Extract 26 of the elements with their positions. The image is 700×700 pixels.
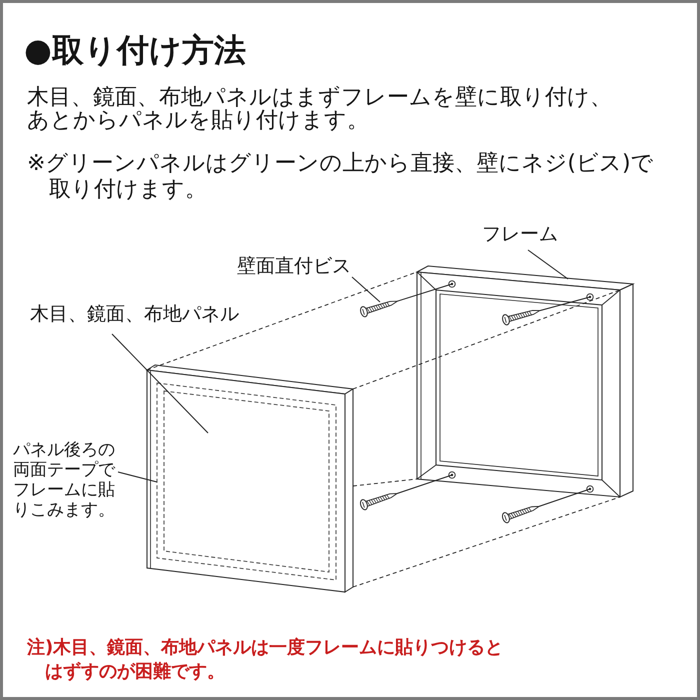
instruction-text: 木目、鏡面、布地パネルはまずフレームを壁に取り付け、あとからパネルを貼り付けます。 <box>27 86 613 132</box>
callout-label: 壁面直付ビス <box>237 254 361 278</box>
leader-line <box>396 474 452 494</box>
callout-label: フレーム <box>482 222 572 246</box>
warning-text: 注)木目、鏡面、布地パネルは一度フレームに貼りつけるとはずすのが困難です。 <box>27 636 504 684</box>
panel-drawing <box>146 364 354 593</box>
leader-line <box>112 334 208 434</box>
heading: ●取り付け方法 <box>24 31 246 69</box>
projection-line <box>352 478 418 486</box>
leader-line <box>118 472 158 482</box>
frame-drawing <box>415 265 635 498</box>
note-text: ※グリーンパネルはグリーンの上から直接、壁にネジ(ビス)で取り付けます。 <box>27 151 655 203</box>
callout-label: パネル後ろの両面テープでフレームに貼りこみます。 <box>13 440 119 520</box>
leader-line <box>528 250 568 280</box>
projection-line <box>352 496 620 588</box>
screw-icon <box>360 300 399 318</box>
screw-icon <box>502 506 541 524</box>
callout-label: 木目、鏡面、布地パネル <box>30 302 255 326</box>
screw-icon <box>502 310 542 326</box>
leader-line <box>396 284 452 302</box>
screw-icon <box>360 492 399 510</box>
tape-outline <box>156 382 336 580</box>
leader-line <box>539 296 590 312</box>
leader-line <box>352 276 380 302</box>
projection-line <box>146 272 418 370</box>
leader-line <box>538 488 590 507</box>
